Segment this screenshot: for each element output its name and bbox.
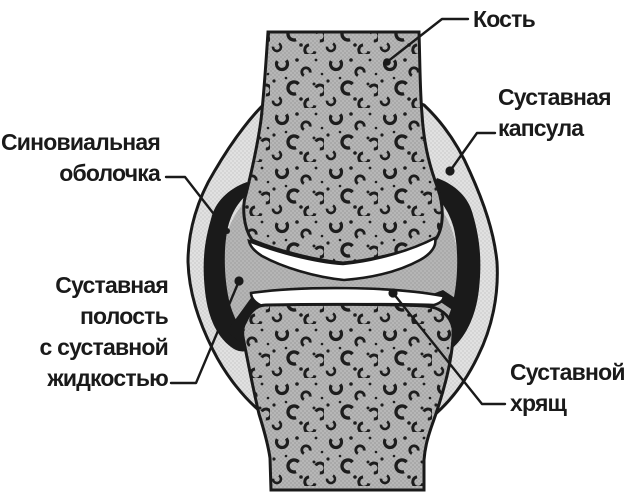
- label-joint-capsule: Суставная капсула: [498, 82, 612, 144]
- label-articular-cartilage-line1: Суставной: [510, 359, 626, 385]
- label-joint-capsule-line1: Суставная: [498, 84, 612, 110]
- leader-line-bone: [385, 17, 470, 64]
- label-synovial-membrane-line2: оболочка: [59, 160, 161, 186]
- synovial-membrane-left-shape: [203, 182, 255, 352]
- leader-dot-synovial-membrane: [224, 228, 230, 234]
- leader-dot-joint-cavity: [234, 276, 244, 286]
- label-joint-capsule-line2: капсула: [498, 115, 584, 141]
- leader-line-synovial-membrane: [164, 175, 229, 233]
- label-joint-cavity-line3: с суставной: [39, 334, 169, 360]
- synovial-membrane-left-fold: [227, 291, 263, 342]
- label-synovial-membrane: Синовиальная оболочка: [0, 127, 161, 189]
- upper-bone-shape: [242, 30, 444, 265]
- label-joint-cavity-line4: жидкостью: [47, 365, 168, 391]
- articular-cartilage-upper-shape: [247, 236, 437, 282]
- leader-line-articular-cartilage: [391, 291, 507, 406]
- leader-dot-bone: [383, 58, 391, 66]
- leader-dot-joint-capsule: [445, 166, 455, 176]
- label-synovial-membrane-line1: Синовиальная: [0, 129, 161, 155]
- label-joint-cavity-line1: Суставная: [55, 272, 169, 298]
- label-articular-cartilage-line2: хрящ: [510, 390, 567, 416]
- leader-line-joint-cavity: [169, 279, 241, 385]
- lower-bone-shape: [241, 302, 455, 492]
- label-bone: Кость: [473, 6, 536, 32]
- leader-dot-articular-cartilage: [388, 288, 398, 298]
- synovial-membrane-right-shape: [427, 178, 481, 354]
- leader-line-joint-capsule: [448, 131, 497, 173]
- label-joint-cavity: Суставная полость с суставной жидкостью: [39, 270, 169, 394]
- label-joint-cavity-line2: полость: [79, 303, 169, 329]
- label-articular-cartilage: Суставной хрящ: [510, 357, 626, 419]
